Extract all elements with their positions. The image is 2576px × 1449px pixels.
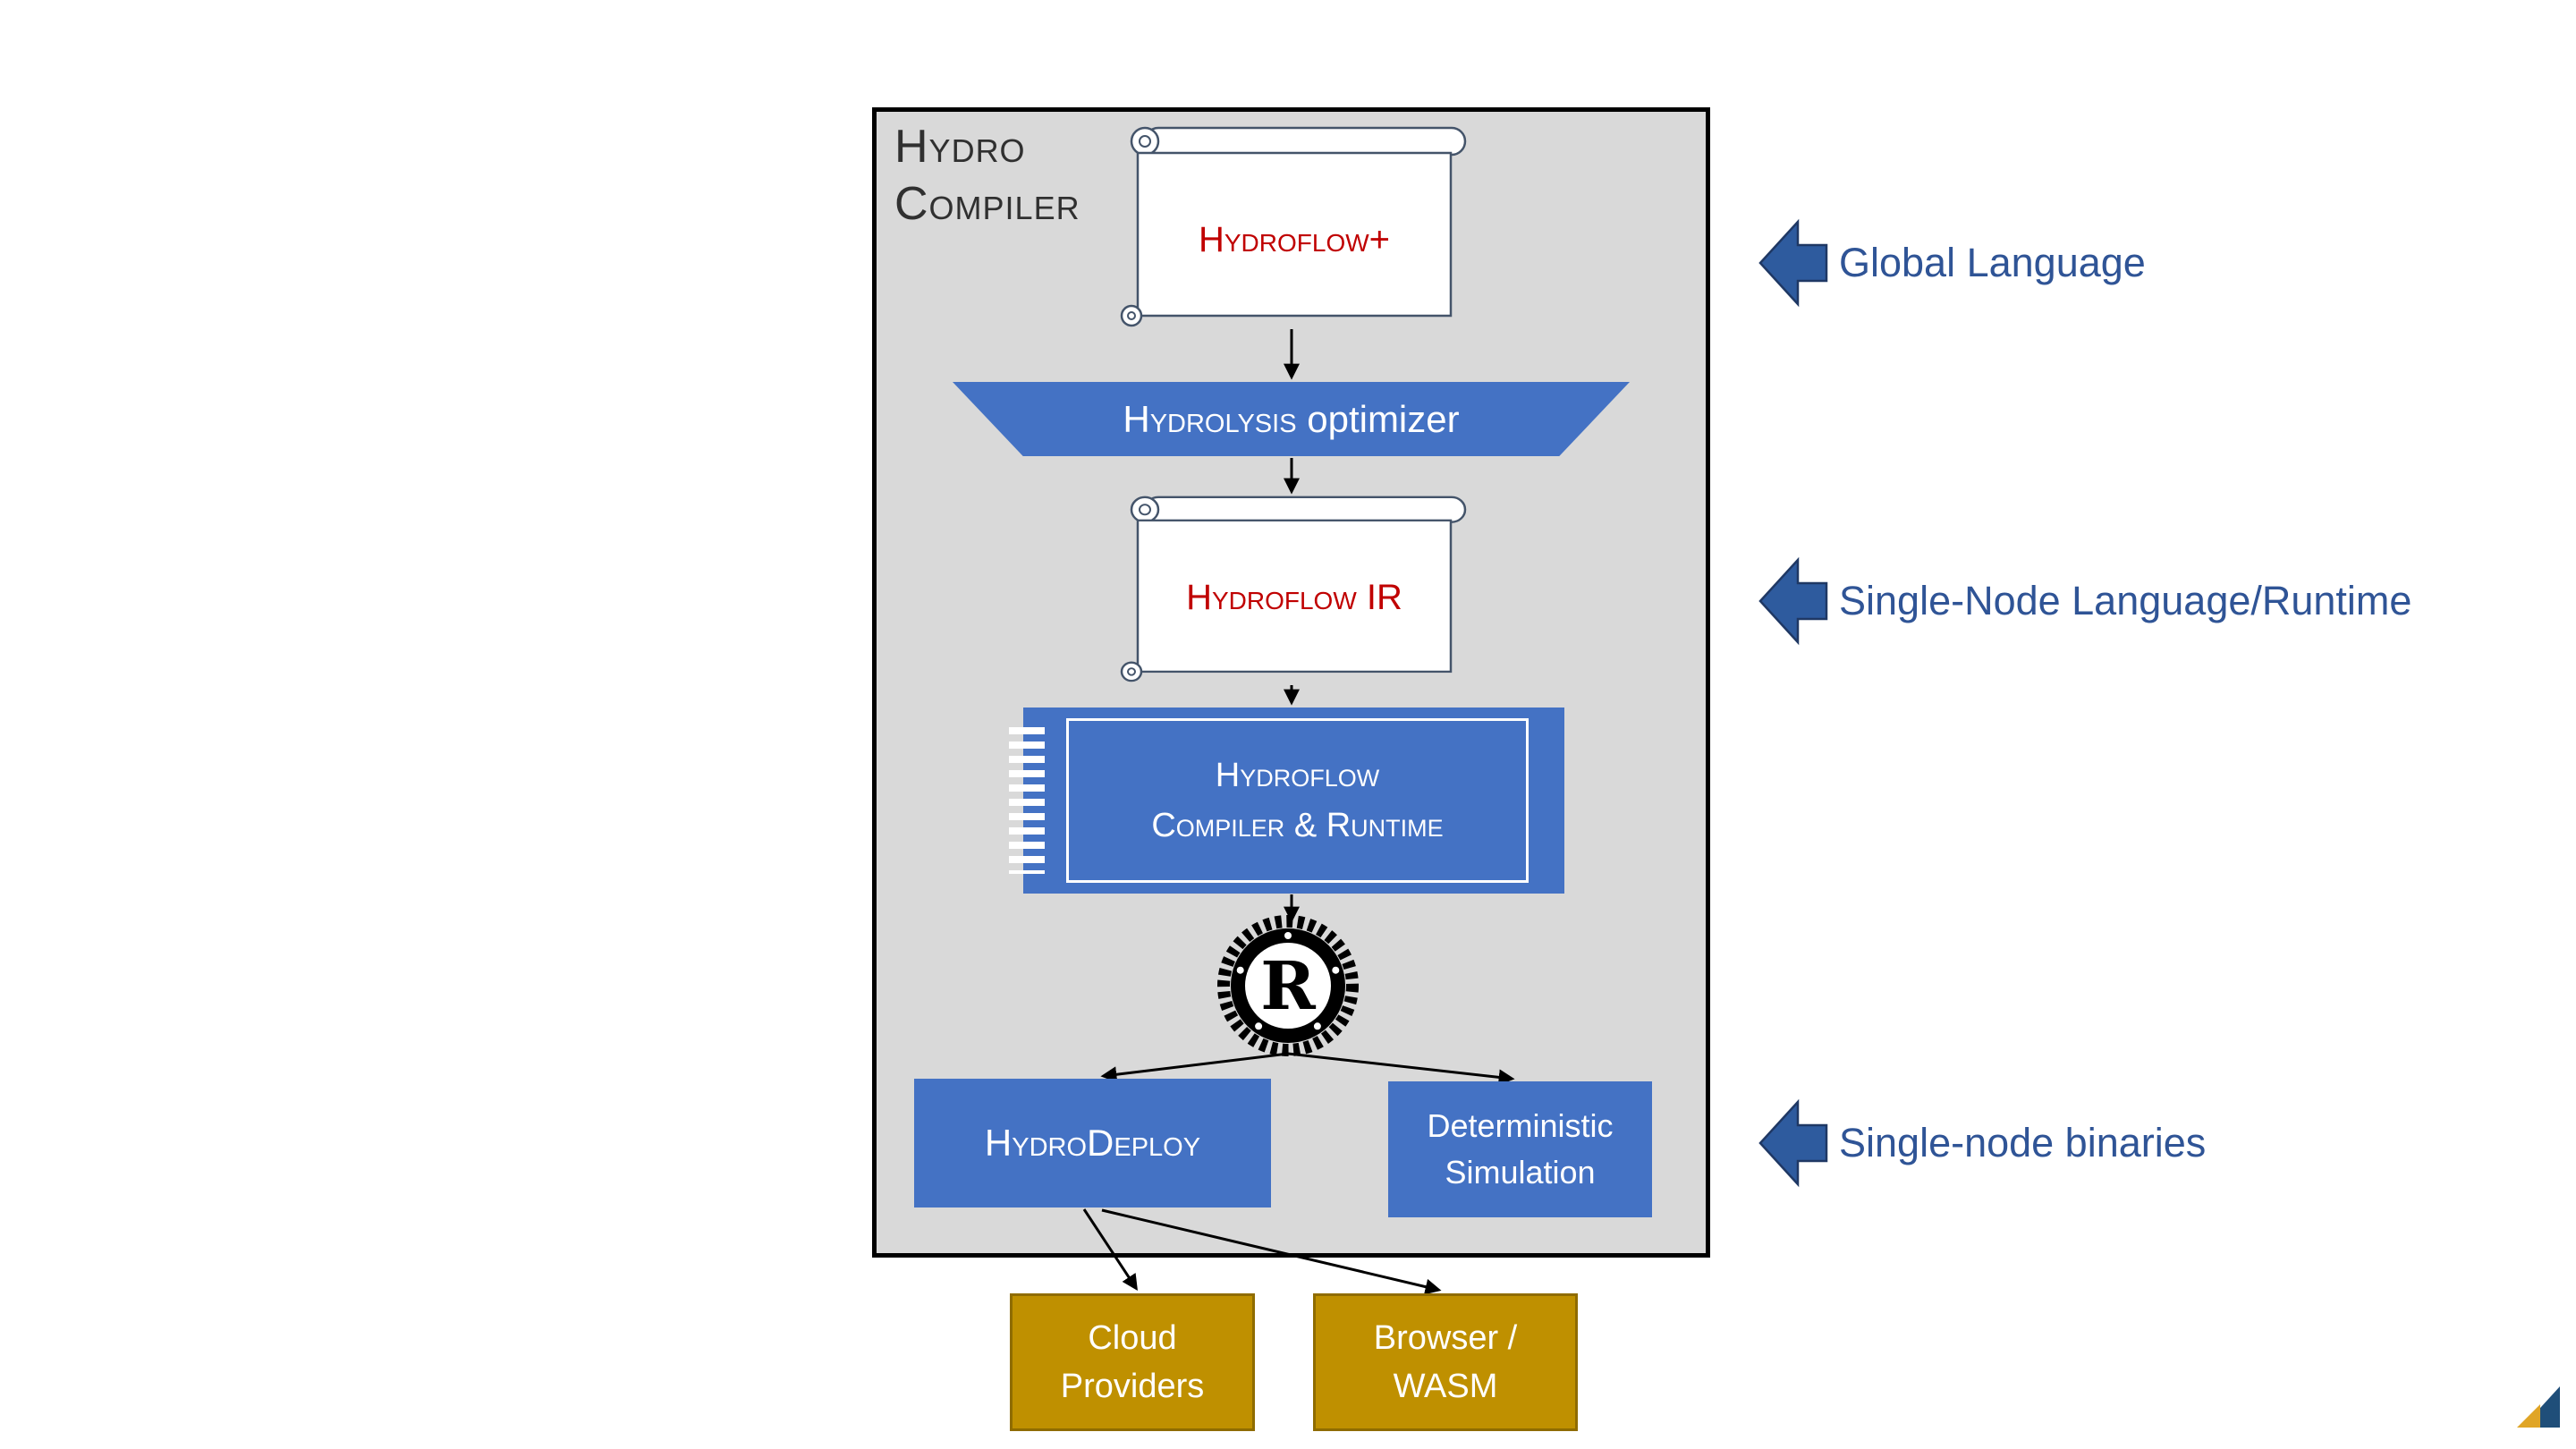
hydroflow-ir-name: Hydroflow <box>1186 577 1357 617</box>
node-browser-wasm: Browser / WASM <box>1313 1293 1578 1431</box>
browser-line1: Browser / <box>1373 1319 1518 1357</box>
film-strip-decoration <box>1009 727 1045 874</box>
cloud-line1: Cloud <box>1088 1319 1177 1357</box>
node-hydroflow-plus: Hydroflow+ <box>1120 157 1469 323</box>
node-hydrolysis-optimizer: Hydrolysis optimizer <box>953 382 1630 456</box>
callout-single-node-language-label: Single-Node Language/Runtime <box>1839 578 2412 623</box>
compiler-runtime-inner: Hydroflow Compiler & Runtime <box>1066 718 1529 883</box>
left-block-arrow-icon-single-node-language <box>1758 556 1828 646</box>
browser-line2: WASM <box>1393 1368 1498 1405</box>
compiler-runtime-line1: Hydroflow <box>1215 757 1380 794</box>
callout-single-node-language: Single-Node Language/Runtime <box>1839 555 2411 648</box>
slide-footer-logo-icon <box>2517 1386 2560 1428</box>
panel-title-line1: Hydro <box>894 121 1026 173</box>
callout-single-node-binaries: Single-node binaries <box>1839 1097 2206 1190</box>
callout-global-language-label: Global Language <box>1839 240 2146 285</box>
detsim-line2: Simulation <box>1445 1154 1596 1191</box>
left-block-arrow-icon-global <box>1758 218 1828 308</box>
scroll-shape-hydroflow-ir <box>1120 496 1467 682</box>
callout-global-language: Global Language <box>1839 216 2146 309</box>
hydrolysis-name: Hydrolysis <box>1123 397 1297 440</box>
scroll-shape-hydroflow-plus <box>1120 126 1467 327</box>
hydrodeploy-label: HydroDeploy <box>984 1122 1201 1164</box>
node-hydroflow-compiler-runtime: Hydroflow Compiler & Runtime <box>1009 708 1564 894</box>
hydrolysis-suffix: optimizer <box>1296 397 1460 440</box>
node-hydroflow-ir: Hydroflow IR <box>1120 521 1469 674</box>
hydroflow-ir-suffix: IR <box>1356 577 1402 617</box>
panel-title-line2: Compiler <box>894 178 1080 230</box>
detsim-line1: Deterministic <box>1427 1107 1614 1144</box>
callout-single-node-binaries-label: Single-node binaries <box>1839 1120 2207 1165</box>
left-block-arrow-icon-single-node-binaries <box>1758 1098 1828 1188</box>
panel-title: Hydro Compiler <box>894 118 1080 233</box>
node-cloud-providers: Cloud Providers <box>1010 1293 1255 1431</box>
node-deterministic-simulation: Deterministic Simulation <box>1388 1081 1652 1217</box>
cloud-line2: Providers <box>1060 1368 1205 1405</box>
node-hydrodeploy: HydroDeploy <box>914 1079 1271 1208</box>
rust-logo-letter: R <box>1260 948 1316 1025</box>
node-hydroflow-plus-label: Hydroflow+ <box>1198 219 1391 259</box>
rust-logo-icon: R <box>1217 915 1359 1056</box>
compiler-runtime-line2: Compiler & Runtime <box>1151 807 1444 844</box>
